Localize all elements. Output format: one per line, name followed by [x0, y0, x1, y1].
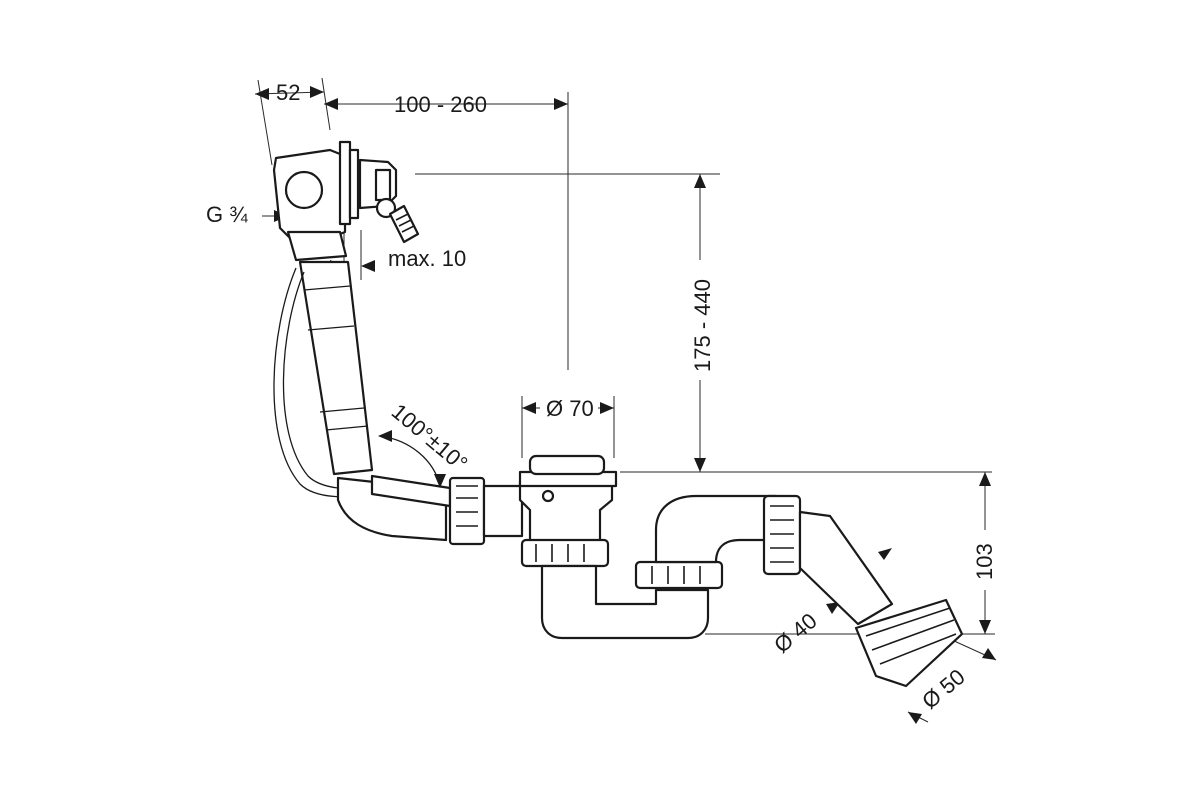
drain-assembly [336, 454, 964, 688]
arrow-52-left [255, 88, 269, 100]
overflow-hole [284, 170, 324, 210]
label-width-52: 52 [276, 80, 300, 105]
label-drain-diameter: Ø 70 [546, 396, 594, 421]
trap-riser [654, 494, 778, 564]
arrow-103-bottom [979, 620, 991, 634]
arrow-52-right [310, 86, 324, 98]
overflow-plate [338, 140, 352, 226]
drain-plug [528, 454, 606, 476]
arrow-height-top [694, 174, 706, 188]
arrow-d70-left [522, 402, 536, 414]
label-thread: G ¾ [206, 202, 248, 227]
outlet-sleeve [854, 598, 964, 688]
overflow-elbow [286, 230, 348, 262]
arrow-d40 [826, 602, 840, 614]
arrow-offset-left [324, 98, 338, 110]
overflow-unit [272, 140, 420, 498]
arrow-max10-right [361, 260, 375, 272]
arrow-103-top [979, 472, 991, 486]
arrow-d50-top [982, 648, 996, 660]
label-pipe-outer: Ø 50 [917, 664, 970, 714]
arrow-height-bottom [694, 458, 706, 472]
trap-nut-2 [634, 560, 724, 590]
coupling-body [482, 484, 524, 538]
label-trap-height: 103 [972, 543, 997, 580]
overflow-pipe [298, 260, 374, 476]
label-offset-range: 100 - 260 [394, 92, 487, 117]
drain-body [518, 480, 614, 544]
trap-nut [520, 538, 610, 568]
label-pipe-inner: Ø 40 [769, 608, 822, 658]
label-height-range: 175 - 440 [690, 279, 715, 372]
arrow-offset-right [554, 98, 568, 110]
drain-screw [541, 489, 555, 503]
u-trap [540, 564, 710, 640]
angle-arrow-top [378, 430, 392, 442]
label-max-thickness: max. 10 [388, 246, 466, 271]
coupling-nut [448, 476, 486, 546]
arrow-d50-bottom [908, 712, 922, 724]
arrow-d70-right [600, 402, 614, 414]
outlet-pipe [798, 510, 894, 626]
overflow-plate-outer [348, 148, 360, 220]
overflow-nut [374, 168, 392, 202]
arrow-d40-upper [878, 548, 892, 560]
angle-arrow-bottom [434, 474, 446, 488]
